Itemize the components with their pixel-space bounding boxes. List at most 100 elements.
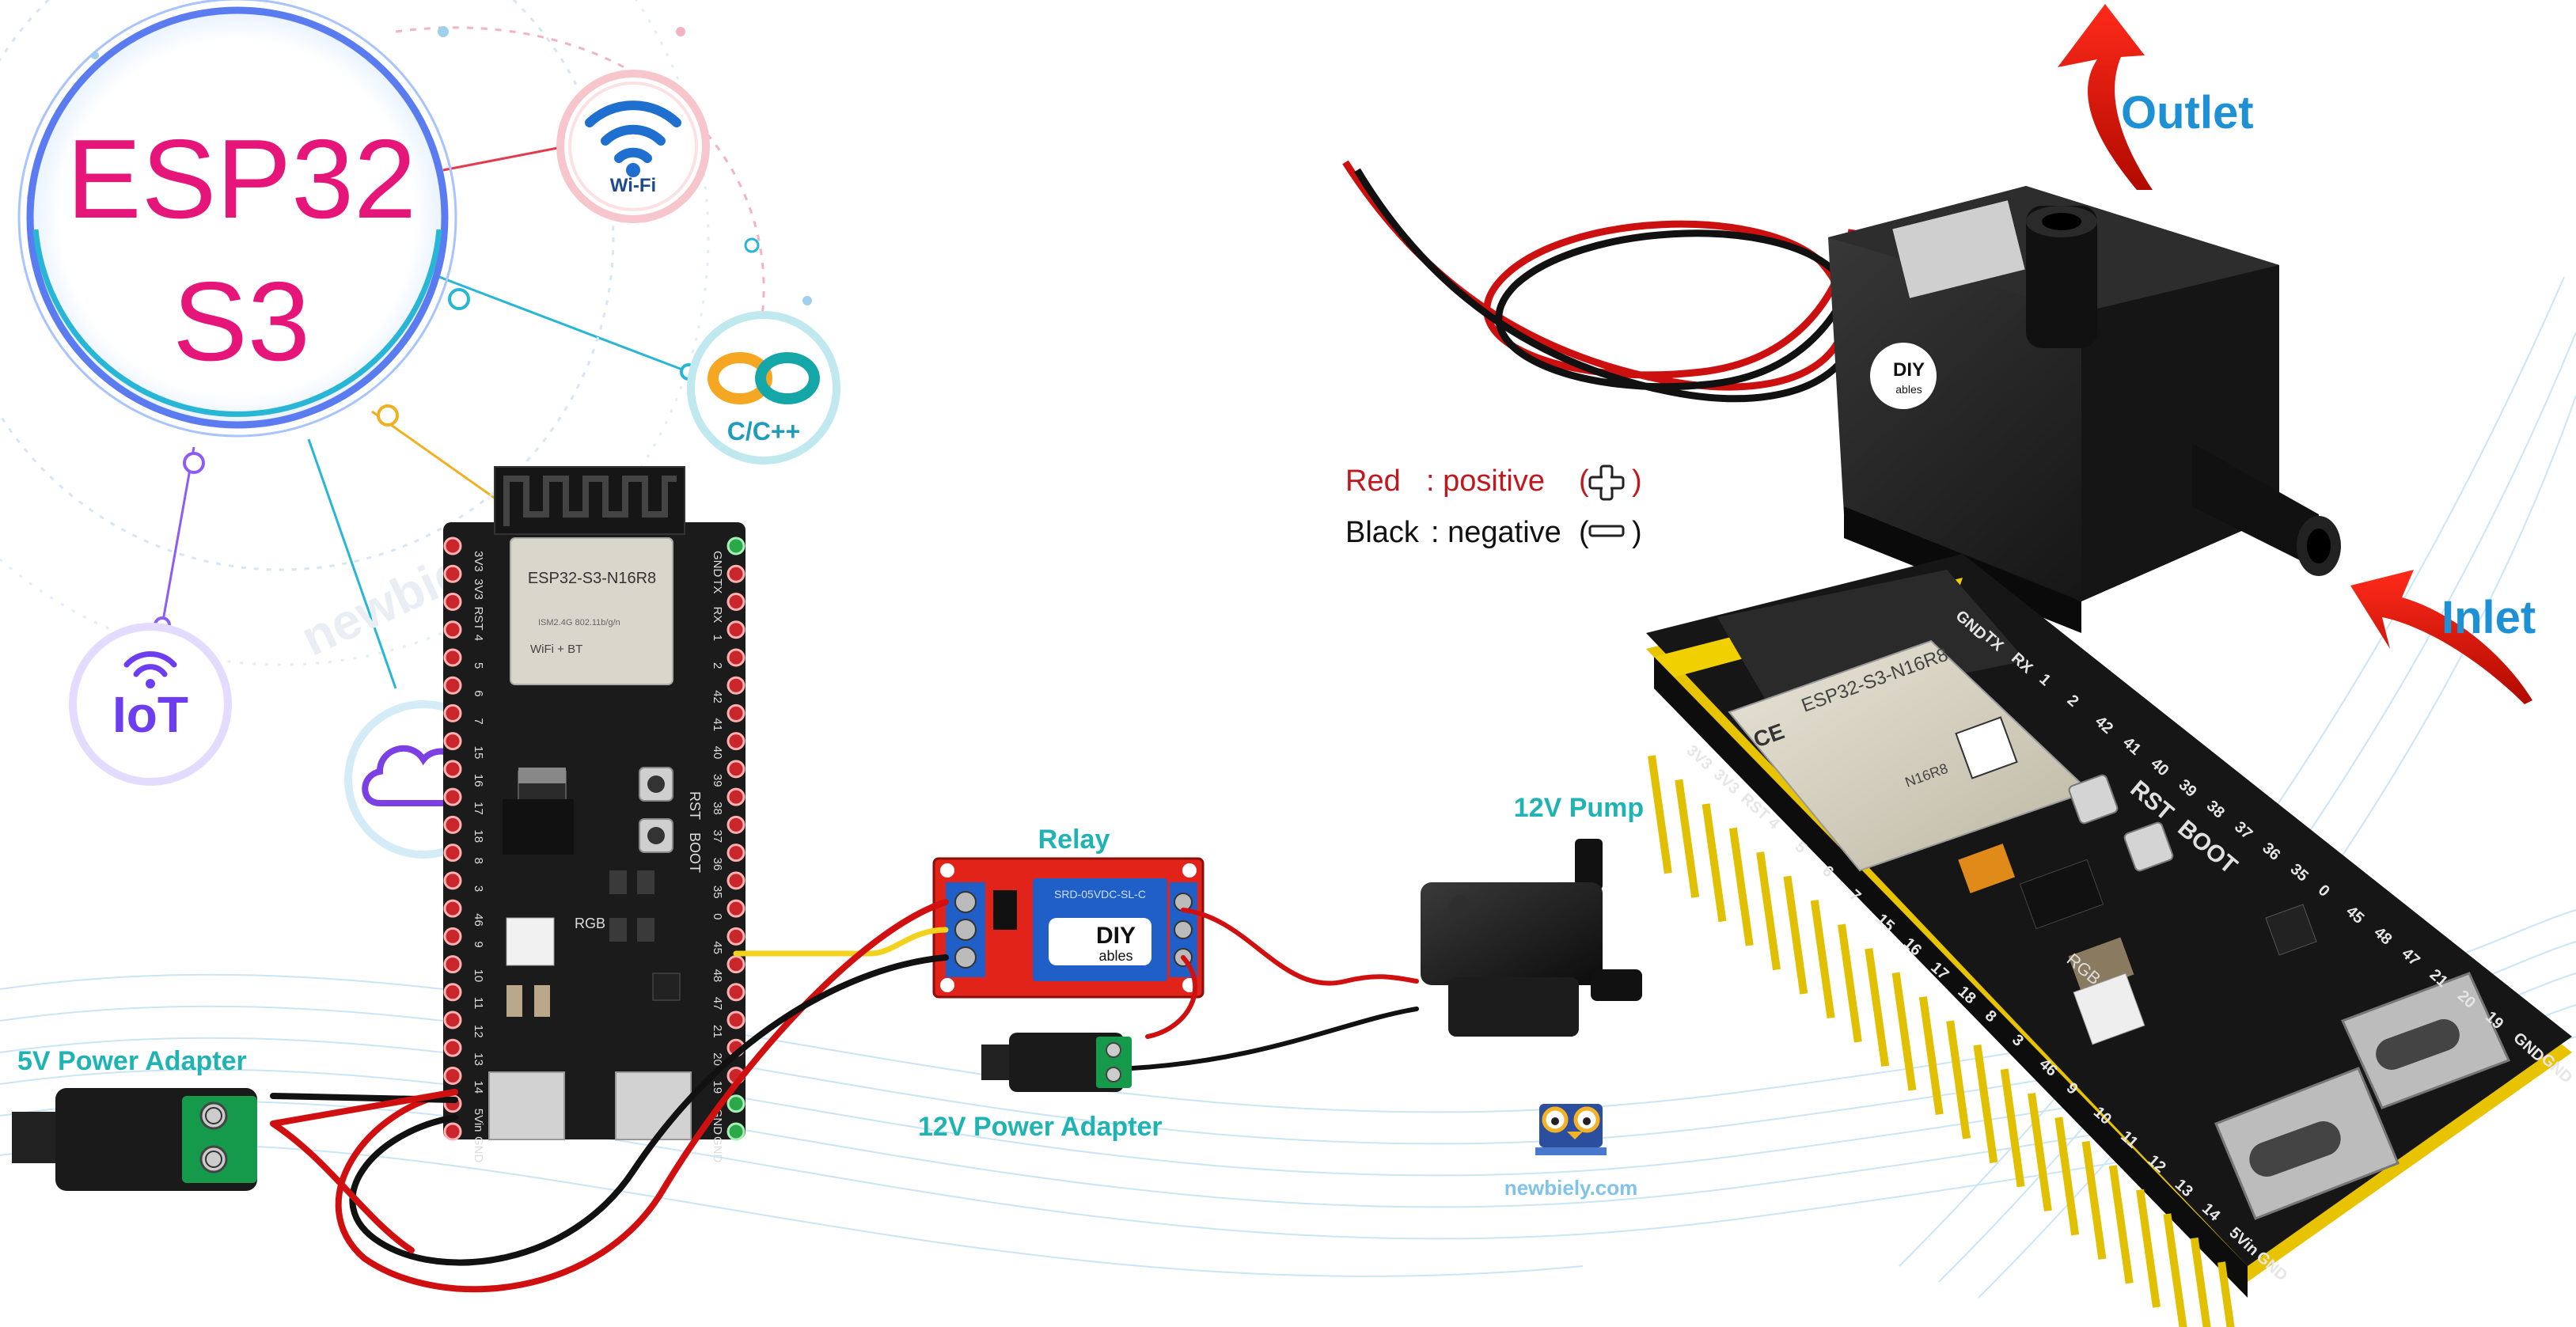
right-rst-button (2068, 774, 2119, 825)
left-pin (443, 955, 462, 974)
esp32-board-left: ESP32-S3-N16R8 ISM2.4G 802.11b/g/n WiFi … (443, 466, 745, 1163)
right-pin (727, 983, 745, 1002)
pump-lead-wires (1342, 160, 1856, 391)
relay-text: SRD-05VDC-SL-C (1054, 888, 1146, 900)
left-pin-label: 17 (472, 802, 485, 815)
usb-port-2 (615, 1071, 692, 1140)
left-pin (443, 815, 462, 834)
right-header-pin (1728, 827, 1754, 946)
left-pin (443, 620, 462, 639)
relay-title: Relay (1038, 825, 1110, 855)
right-pin-label: 41 (711, 718, 724, 731)
cpp-badge: C/C++ (687, 311, 840, 464)
left-pin (443, 1122, 462, 1141)
legend-paren-close-2: ) (1632, 516, 1642, 549)
right-pin (727, 871, 745, 890)
right-pin-label: GND (711, 551, 724, 578)
outlet-label: Outlet (2121, 87, 2254, 138)
power-adapter-12v (981, 1033, 1132, 1092)
left-pin (443, 1010, 462, 1029)
right-pin (727, 899, 745, 918)
left-pin-label: 10 (472, 969, 485, 983)
left-pin (443, 899, 462, 918)
right-top-pin-label: 4 (1765, 814, 1784, 833)
right-header-pin (1918, 996, 1944, 1115)
right-pin-label: 19 (711, 1081, 724, 1094)
pump-brand-top: DIY (1893, 359, 1925, 381)
right-boot-button (2123, 821, 2174, 872)
right-pin-label: 47 (711, 997, 724, 1010)
left-pin-label: 16 (472, 774, 485, 787)
left-pin (443, 564, 462, 583)
right-header-pin (1838, 923, 1862, 1043)
right-pin (727, 620, 745, 639)
right-pin-label: 20 (711, 1052, 724, 1066)
left-pin (443, 983, 462, 1002)
cpp-label: C/C++ (727, 417, 800, 445)
arduino-icon (708, 352, 820, 404)
wifi-label: Wi-Fi (610, 175, 656, 196)
relay-module: SRD-05VDC-SL-C DIY ables (932, 857, 1205, 999)
left-pin-label: 14 (472, 1081, 485, 1094)
left-pin (443, 844, 462, 863)
right-pin (727, 676, 745, 695)
right-pin-label: 35 (711, 885, 724, 899)
right-header-pin (2108, 1165, 2134, 1284)
right-header-pins (1648, 755, 2242, 1327)
iot-badge: IoT (69, 623, 232, 786)
legend-paren-open-1: ( (1579, 464, 1589, 498)
right-pin-label: 40 (711, 746, 724, 760)
gnd-wire-black (349, 954, 949, 1266)
right-pin-label: GND (711, 1136, 724, 1163)
right-header-pin (2190, 1237, 2215, 1327)
left-pin (443, 1038, 462, 1057)
pump-large: DIY ables (1342, 160, 2341, 633)
plus-icon (1588, 464, 1625, 501)
right-header-pin (1756, 851, 1781, 971)
inlet-label: Inlet (2441, 592, 2536, 643)
right-header-pin (2217, 1261, 2242, 1327)
legend-red-desc: : positive (1426, 464, 1545, 498)
left-pin-label: 6 (472, 690, 485, 696)
hub-circle: ESP32 S3 (17, 0, 457, 438)
left-pin (443, 760, 462, 779)
power-adapter-5v (12, 1088, 257, 1191)
left-pin (443, 1067, 462, 1086)
right-pin (727, 564, 745, 583)
right-pin-label: 0 (711, 913, 724, 919)
left-pin (443, 592, 462, 611)
right-pin-label: 38 (711, 802, 724, 815)
outlet-arrow (2058, 4, 2153, 190)
right-pin-label: RX (711, 606, 724, 623)
pump-small-label: 12V Pump (1514, 793, 1644, 823)
left-pin-label: 11 (472, 997, 485, 1010)
vcc-wire-red (335, 899, 949, 1293)
right-pin (727, 927, 745, 946)
module-sub1: ISM2.4G 802.11b/g/n (538, 618, 620, 627)
right-pin (727, 648, 745, 667)
right-header-pin (1973, 1045, 1998, 1163)
left-pin (443, 648, 462, 667)
left-pin-label: 4 (472, 635, 485, 641)
right-pin-label: 37 (711, 829, 724, 843)
right-header-pin (1946, 1020, 1971, 1139)
minus-icon (1588, 525, 1625, 537)
left-pin-label: 3V3 (472, 551, 485, 572)
right-pin-label: TX (711, 578, 724, 593)
legend-red-name: Red (1345, 464, 1401, 498)
right-header-pin (2054, 1117, 2080, 1236)
adapter5v-red2 (270, 1089, 458, 1127)
right-header-pin (1810, 900, 1835, 1019)
module-label: ESP32-S3-N16R8 (528, 570, 656, 587)
right-pin (727, 732, 745, 751)
left-pin-label: 3V3 (472, 578, 485, 600)
left-pin-label: 7 (472, 718, 485, 724)
right-header-pin (2000, 1068, 2025, 1188)
pump-red-wire (1181, 908, 1419, 986)
right-pin-label: 42 (711, 690, 724, 703)
relay-brand-top: DIY (1096, 923, 1136, 949)
adapter-12v-label: 12V Power Adapter (918, 1112, 1163, 1142)
adapter5v-red (270, 1120, 415, 1253)
right-pin (727, 815, 745, 834)
left-pin (443, 787, 462, 806)
